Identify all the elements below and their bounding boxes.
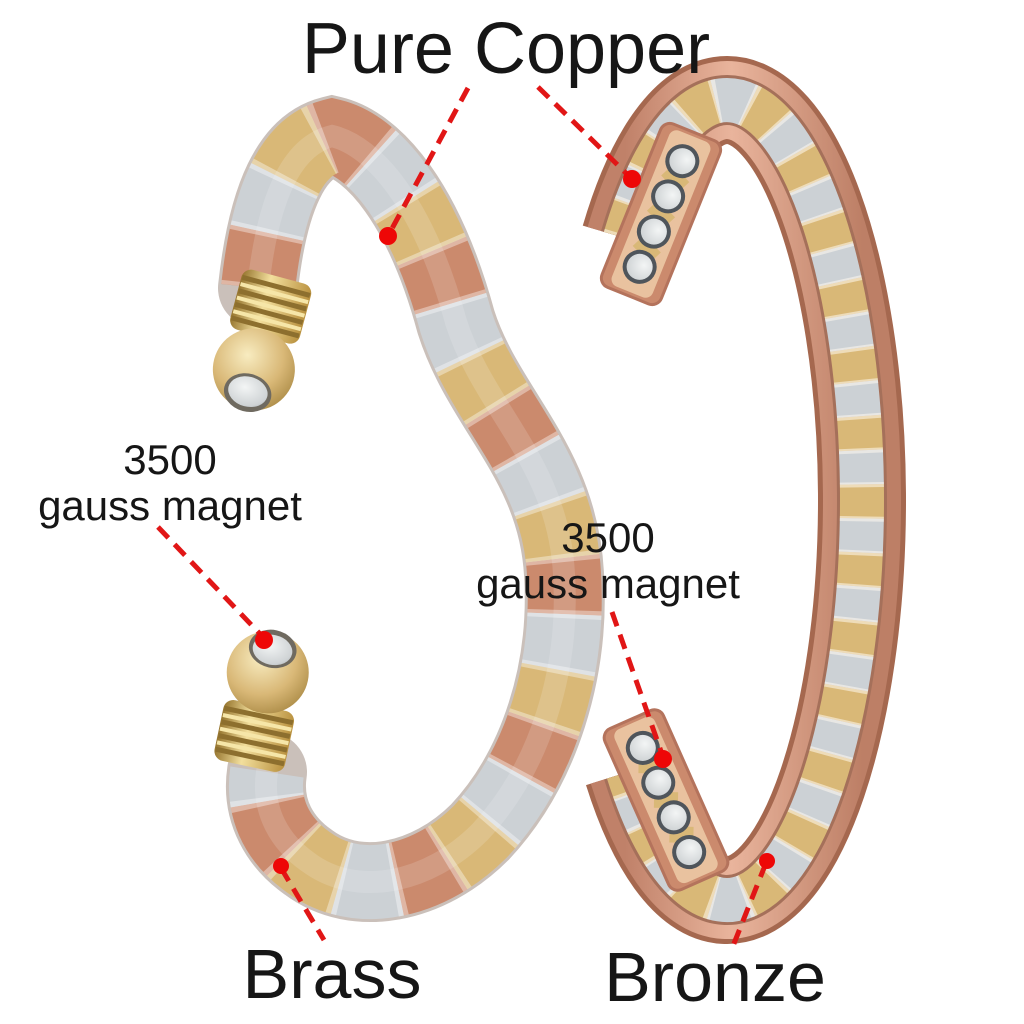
magnet-disc: [651, 179, 686, 214]
magnet-disc: [641, 765, 676, 800]
label-brass: Brass: [242, 935, 422, 1013]
magnet-disc: [656, 800, 691, 835]
bangle-strand-silver: [221, 97, 602, 919]
magnet-disc: [622, 249, 657, 284]
cuff-end-face-top: [599, 121, 723, 307]
callout-line-brass: [278, 866, 327, 942]
bangle-strand-gold: [221, 97, 602, 919]
magnet-disc: [625, 730, 660, 765]
copper-cuff-photo: [582, 56, 906, 944]
label-magnet-right-line1: 3500: [561, 514, 655, 561]
label-magnet-left-line2: gauss magnet: [38, 482, 302, 529]
callout-line-pure-copper-left: [385, 86, 471, 238]
label-magnet-right: 3500 gauss magnet: [476, 515, 740, 607]
callout-line-magnet-left: [156, 525, 264, 638]
callout-dot-pure-copper-right: [623, 170, 641, 188]
label-magnet-left: 3500 gauss magnet: [38, 437, 302, 529]
callout-line-pure-copper-right: [536, 85, 634, 181]
bangle-twist-seams: [221, 97, 602, 919]
cuff-end-face-bottom: [602, 708, 730, 892]
cuff-braid-seams: [603, 78, 884, 923]
label-magnet-left-line1: 3500: [123, 436, 217, 483]
twisted-bangle-photo: [212, 94, 605, 922]
callout-dot-magnet-left: [255, 631, 273, 649]
label-magnet-right-line2: gauss magnet: [476, 560, 740, 607]
brass-magnet-cap-bottom: [214, 629, 309, 772]
callout-line-magnet-right: [609, 611, 666, 758]
bangle-strand-copper: [221, 97, 602, 919]
callout-dot-magnet-right: [654, 750, 672, 768]
callout-line-bronze: [730, 862, 769, 947]
magnet-disc: [665, 144, 700, 179]
callout-dot-pure-copper-left: [379, 227, 397, 245]
label-bronze: Bronze: [604, 938, 826, 1016]
magnet-disc: [672, 835, 707, 870]
callout-dot-bronze: [759, 853, 775, 869]
magnet-disc: [636, 214, 671, 249]
callout-arrows: [156, 85, 775, 947]
callout-dot-brass: [273, 858, 289, 874]
cuff-braid-gold: [603, 78, 884, 923]
brass-magnet-cap-top: [212, 269, 312, 413]
figure-title: Pure Copper: [301, 9, 711, 89]
bangle-sheen: [247, 124, 576, 893]
magnet-disc-top: [228, 376, 268, 408]
